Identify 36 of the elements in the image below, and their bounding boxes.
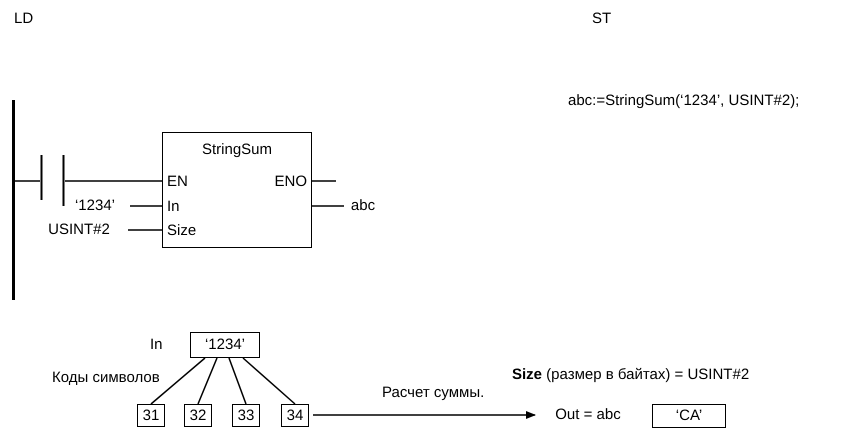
arrow (313, 411, 536, 419)
text-label: Коды символов (52, 369, 160, 387)
connector-line (128, 229, 162, 231)
function-block (162, 132, 312, 248)
connector-line (242, 357, 296, 405)
connector-line (312, 205, 344, 207)
contact-symbol (40, 155, 65, 206)
connector-line (312, 180, 336, 182)
value-box: 32 (184, 404, 212, 427)
connector-line (228, 358, 247, 404)
value-box: ‘CA’ (652, 404, 726, 428)
connector-line (197, 358, 218, 404)
edge-label: Расчет суммы. (382, 384, 484, 402)
value-text: ‘1234’ (66, 197, 124, 215)
connector-line (130, 205, 162, 207)
value-box: 31 (137, 404, 165, 427)
text-label: LD (14, 10, 34, 28)
pin-label: ENO (274, 173, 307, 191)
value-text: abc (348, 197, 378, 215)
value-box: 33 (232, 404, 260, 427)
value-box: ‘1234’ (190, 332, 260, 358)
pin-label: Size (167, 222, 196, 240)
pin-label: In (167, 198, 180, 216)
connector-line (150, 357, 206, 405)
power-rail (12, 100, 15, 300)
pin-label: EN (167, 173, 188, 191)
text-label: ST (592, 10, 612, 28)
value-box: 34 (281, 404, 309, 427)
text-label: Size (размер в байтах) = USINT#2 (512, 366, 750, 384)
connector-line (15, 180, 40, 182)
block-title: StringSum (200, 141, 274, 159)
connector-line (65, 180, 162, 182)
text-label: abc:=StringSum(‘1234’, USINT#2); (568, 92, 800, 110)
input-label: In (150, 336, 163, 354)
value-text: USINT#2 (34, 221, 124, 239)
value-text: Out = abc (540, 406, 636, 424)
